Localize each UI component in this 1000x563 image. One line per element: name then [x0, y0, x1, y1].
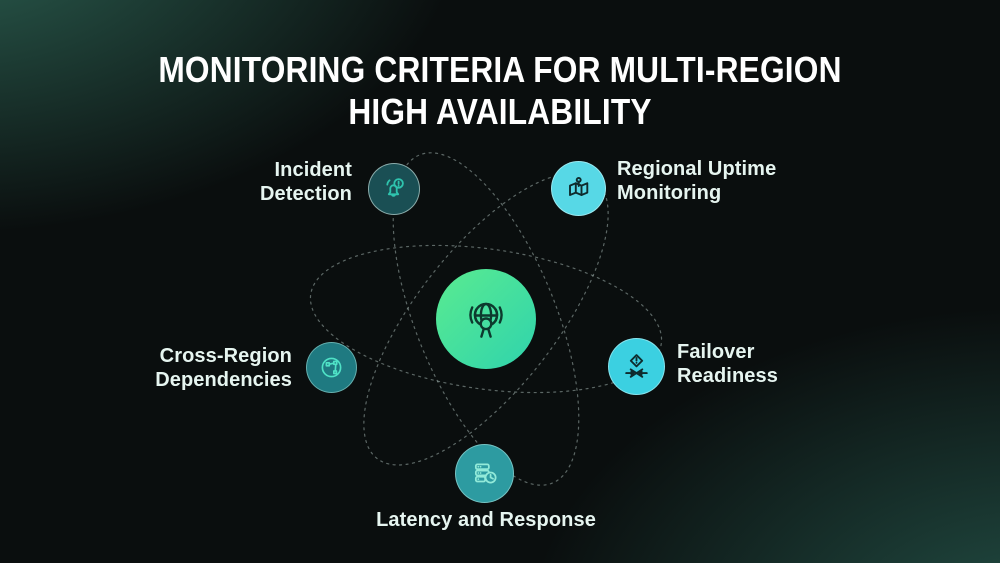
globe-network-icon — [321, 357, 342, 378]
server-clock-icon — [474, 463, 497, 484]
center-node — [436, 269, 536, 369]
node-label-latency-and-response: Latency and Response — [376, 509, 596, 531]
failover-converging-arrows-icon — [625, 354, 648, 378]
alert-bell-icon — [386, 178, 404, 197]
latency-and-response-node — [455, 444, 514, 503]
regional-uptime-monitoring-node — [551, 161, 606, 216]
global-broadcast-icon — [469, 302, 503, 338]
cross-region-dependencies-node — [306, 342, 357, 393]
title-line-1: MONITORING CRITERIA FOR MULTI-REGION — [158, 49, 842, 90]
map-pin-icon — [569, 176, 589, 196]
failover-readiness-node — [608, 338, 665, 395]
incident-detection-node — [368, 163, 420, 215]
title-line-2: HIGH AVAILABILITY — [348, 91, 652, 132]
